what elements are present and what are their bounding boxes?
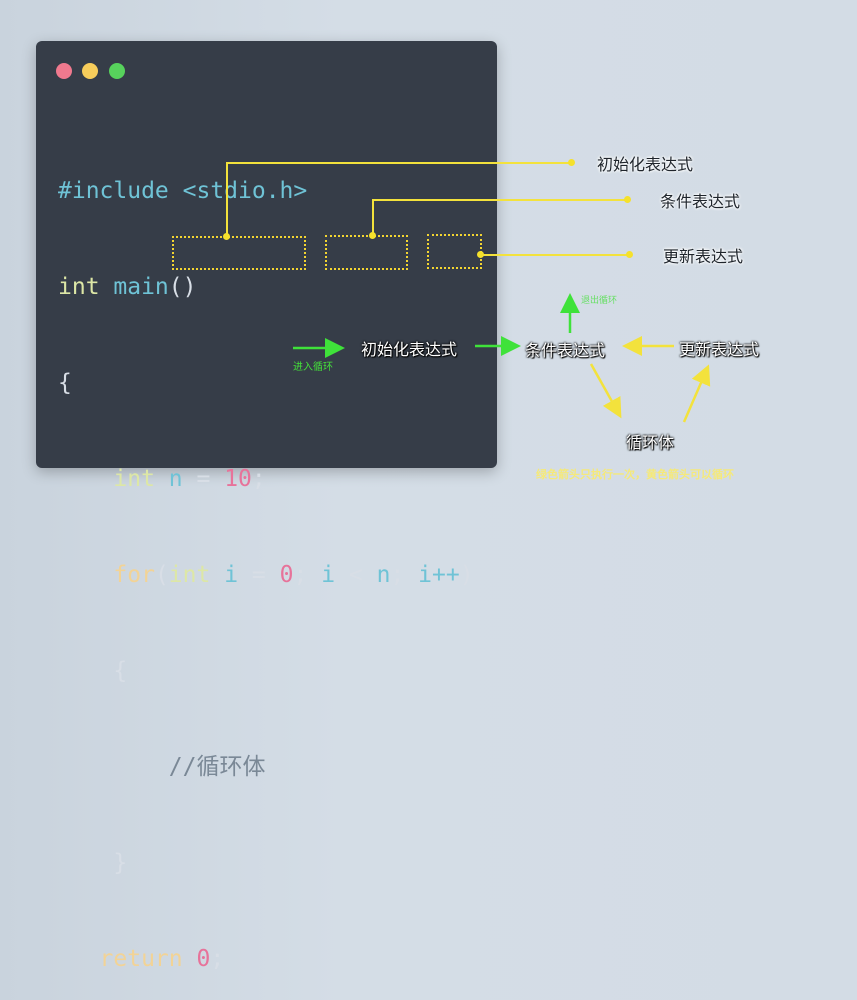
legend-note: 绿色箭头只执行一次，黄色箭头可以循环 [536, 468, 734, 481]
return-keyword: return [99, 946, 183, 972]
update-expr: i++ [418, 562, 460, 588]
semicolon: ; [293, 562, 308, 588]
maximize-dot-icon[interactable] [109, 63, 125, 79]
condition-highlight-box [325, 235, 408, 270]
paren: ( [154, 562, 169, 588]
for-keyword: for [113, 562, 155, 588]
init-anchor-dot [223, 233, 230, 240]
update-callout-hline [480, 254, 630, 256]
init-callout-hline [226, 162, 571, 164]
type-keyword: int [58, 274, 100, 300]
condition-anchor-dot [369, 232, 376, 239]
init-node: 初始化表达式 [361, 340, 458, 359]
init-type: int [168, 562, 211, 588]
init-callout-vline [226, 162, 228, 236]
condition-to-body-arrow [589, 363, 622, 419]
brace: { [58, 370, 72, 396]
update-node: 更新表达式 [679, 340, 760, 359]
body-node: 循环体 [626, 433, 675, 452]
code-line-body-open: { [58, 655, 474, 687]
close-dot-icon[interactable] [56, 63, 72, 79]
operator: = [182, 466, 225, 492]
semicolon: ; [210, 946, 225, 972]
code-window: #include <stdio.h> int main() { int n = … [36, 41, 497, 972]
semicolon: ; [251, 466, 266, 492]
condition-callout-vline [372, 199, 374, 236]
code-line-comment: //循环体 [58, 751, 474, 783]
update-anchor-dot [477, 251, 484, 258]
condition-callout-label: 条件表达式 [660, 192, 741, 211]
minimize-dot-icon[interactable] [82, 63, 98, 79]
code-line-return: return 0; [58, 943, 474, 975]
operator: = [238, 562, 280, 588]
init-var: i [224, 562, 239, 588]
code-line-for: for(int i = 0; i < n; i++) [58, 559, 474, 591]
init-end-dot [568, 159, 575, 166]
brace: } [113, 850, 128, 876]
include-directive: #include <stdio.h> [58, 178, 308, 204]
condition-callout-hline [372, 199, 627, 201]
code-line-body-close: } [58, 847, 474, 879]
enter-loop-label: 进入循环 [293, 362, 333, 373]
variable-name: n [168, 466, 183, 492]
code-line-decl: int n = 10; [58, 463, 474, 495]
code-line-include: #include <stdio.h> [58, 175, 474, 207]
type-keyword: int [113, 466, 155, 492]
semicolon: ; [390, 562, 405, 588]
body-to-update-arrow [682, 364, 711, 423]
flow-arrows [293, 293, 711, 423]
code-line-main: int main() [58, 271, 474, 303]
number-literal: 10 [224, 466, 252, 492]
condition-end-dot [624, 196, 631, 203]
update-callout-label: 更新表达式 [663, 247, 744, 266]
condition-node: 条件表达式 [525, 341, 606, 360]
parens: () [168, 274, 197, 300]
function-name: main [99, 274, 169, 300]
init-value: 0 [279, 562, 294, 588]
paren: ) [459, 562, 474, 588]
exit-loop-label: 退出循环 [581, 296, 618, 306]
return-value: 0 [196, 946, 211, 972]
code-line-open-brace: { [58, 367, 474, 399]
cond-var: i [321, 562, 336, 588]
operator: < [335, 562, 377, 588]
update-end-dot [626, 251, 633, 258]
brace: { [113, 658, 128, 684]
comment: //循环体 [168, 754, 266, 780]
init-highlight-box [172, 236, 306, 270]
cond-limit: n [376, 562, 391, 588]
init-callout-label: 初始化表达式 [597, 155, 694, 174]
